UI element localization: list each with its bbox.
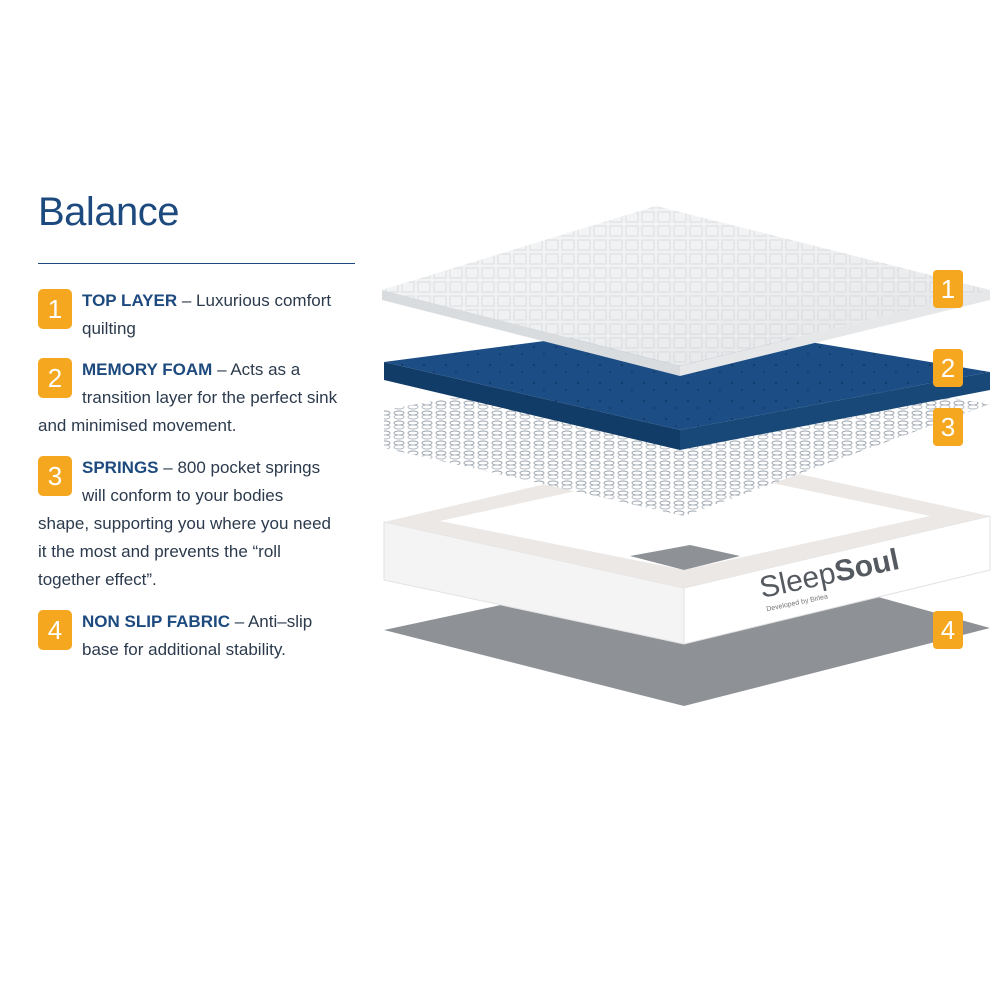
legend-item-4-separator: – (229, 612, 248, 631)
title-divider (38, 263, 355, 264)
top-quilted-layer (382, 206, 990, 376)
callout-badge-3: 3 (933, 408, 963, 446)
legend-item-4: 4 NON SLIP FABRIC – Anti–slip base for a… (38, 608, 338, 664)
legend-item-1-name: TOP LAYER (82, 291, 178, 310)
legend-item-2-text: Acts as a transition layer for the perfe… (38, 360, 338, 435)
legend-item-3: 3 SPRINGS – 800 pocket springs will conf… (38, 454, 338, 594)
legend-item-1-text: Luxurious comfort quilting (82, 291, 332, 338)
legend-item-1-separator: – (177, 291, 197, 310)
legend-item-1: 1 TOP LAYER – Luxurious comfort quilting (38, 287, 338, 343)
mattress-border-frame (383, 450, 991, 645)
legend-item-2-separator: – (212, 360, 231, 379)
legend-item-3-text: 800 pocket springs will conform to your … (38, 458, 331, 589)
number-badge-2: 2 (38, 358, 72, 398)
callout-badge-4: 4 (933, 611, 963, 649)
legend-item-3-separator: – (158, 458, 178, 477)
legend-item-3-name: SPRINGS (82, 458, 159, 477)
page-title: Balance (38, 190, 180, 234)
legend-item-4-name: NON SLIP FABRIC (82, 612, 230, 631)
number-badge-3: 3 (38, 456, 72, 496)
memory-foam-layer (384, 322, 990, 450)
callout-badge-2: 2 (933, 349, 963, 387)
legend-item-4-text: Anti–slip base for additional stability. (82, 612, 313, 659)
sleepsoul-logo: SleepSoul Developed by Birlea (757, 543, 902, 613)
number-badge-4: 4 (38, 610, 72, 650)
legend-item-2: 2 MEMORY FOAM – Acts as a transition lay… (38, 356, 338, 440)
legend-item-2-name: MEMORY FOAM (82, 360, 213, 379)
callout-badge-1: 1 (933, 270, 963, 308)
number-badge-1: 1 (38, 289, 72, 329)
